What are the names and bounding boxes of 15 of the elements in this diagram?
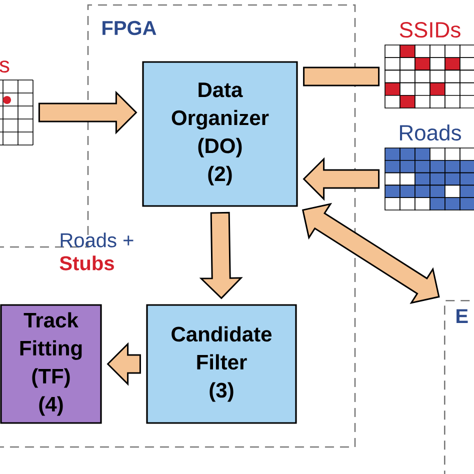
process-box: Track Fitting (TF) (4) xyxy=(0,304,102,424)
grid-heading: s xyxy=(0,60,10,73)
grid-heading: Roads xyxy=(400,124,461,141)
block-arrow xyxy=(38,90,138,134)
process-box: Data Organizer (DO) (2) xyxy=(142,61,298,207)
block-arrow xyxy=(199,212,243,300)
region-title: FPGA xyxy=(102,20,156,36)
grid-heading: SSIDs xyxy=(400,22,460,38)
block-arrow xyxy=(302,157,380,201)
block-arrow xyxy=(106,342,141,386)
process-box: Candidate Filter (3) xyxy=(146,304,297,424)
annotation-text: Stubs xyxy=(60,256,114,270)
block-arrow xyxy=(303,66,380,86)
region-title: E xyxy=(456,309,468,323)
annotation-text: Roads + xyxy=(60,232,134,248)
